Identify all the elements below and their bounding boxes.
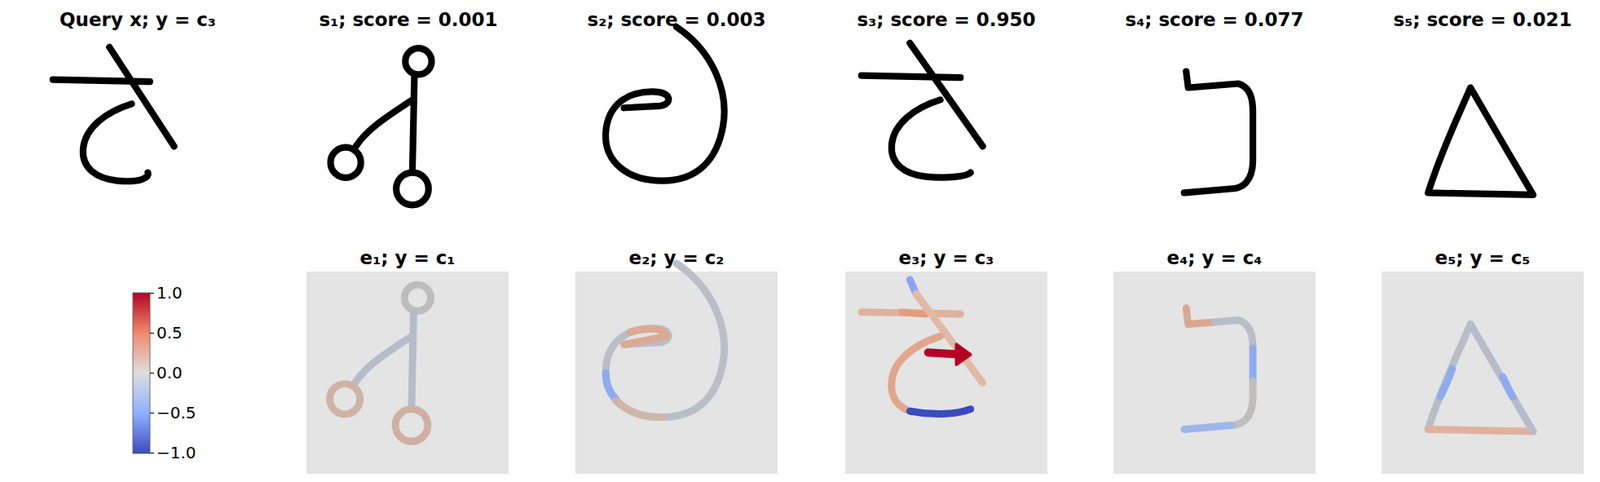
panel-title: e₁; y = c₁	[360, 246, 456, 269]
s3-glyph	[861, 43, 983, 178]
tick-label: 0.5	[156, 322, 183, 343]
panel-title: e₂; y = c₂	[629, 246, 725, 269]
s2-glyph	[605, 26, 725, 181]
query-glyph	[52, 47, 175, 181]
panel-title: s₅; score = 0.021	[1392, 8, 1572, 31]
s1-glyph	[330, 48, 432, 205]
panel-title: s₂; score = 0.003	[586, 8, 766, 31]
tick-label: 1.0	[156, 282, 183, 303]
s4-glyph	[1184, 71, 1253, 194]
panel-title: e₄; y = c₄	[1167, 246, 1263, 269]
panel-title: s₃; score = 0.950	[856, 8, 1036, 31]
tick-label: 0.0	[156, 362, 183, 383]
tick-label: −1.0	[156, 442, 197, 463]
panel-title: s₄; score = 0.077	[1124, 8, 1304, 31]
heatmaps	[306, 271, 1584, 474]
s5-glyph	[1428, 87, 1534, 194]
colorbar	[132, 292, 155, 454]
panel-title: Query x; y = c₃	[59, 8, 216, 31]
tick-label: −0.5	[156, 402, 197, 423]
panel-title: e₅; y = c₅	[1435, 246, 1531, 269]
panel-title: s₁; score = 0.001	[318, 8, 498, 31]
panel-title: e₃; y = c₃	[899, 246, 995, 269]
